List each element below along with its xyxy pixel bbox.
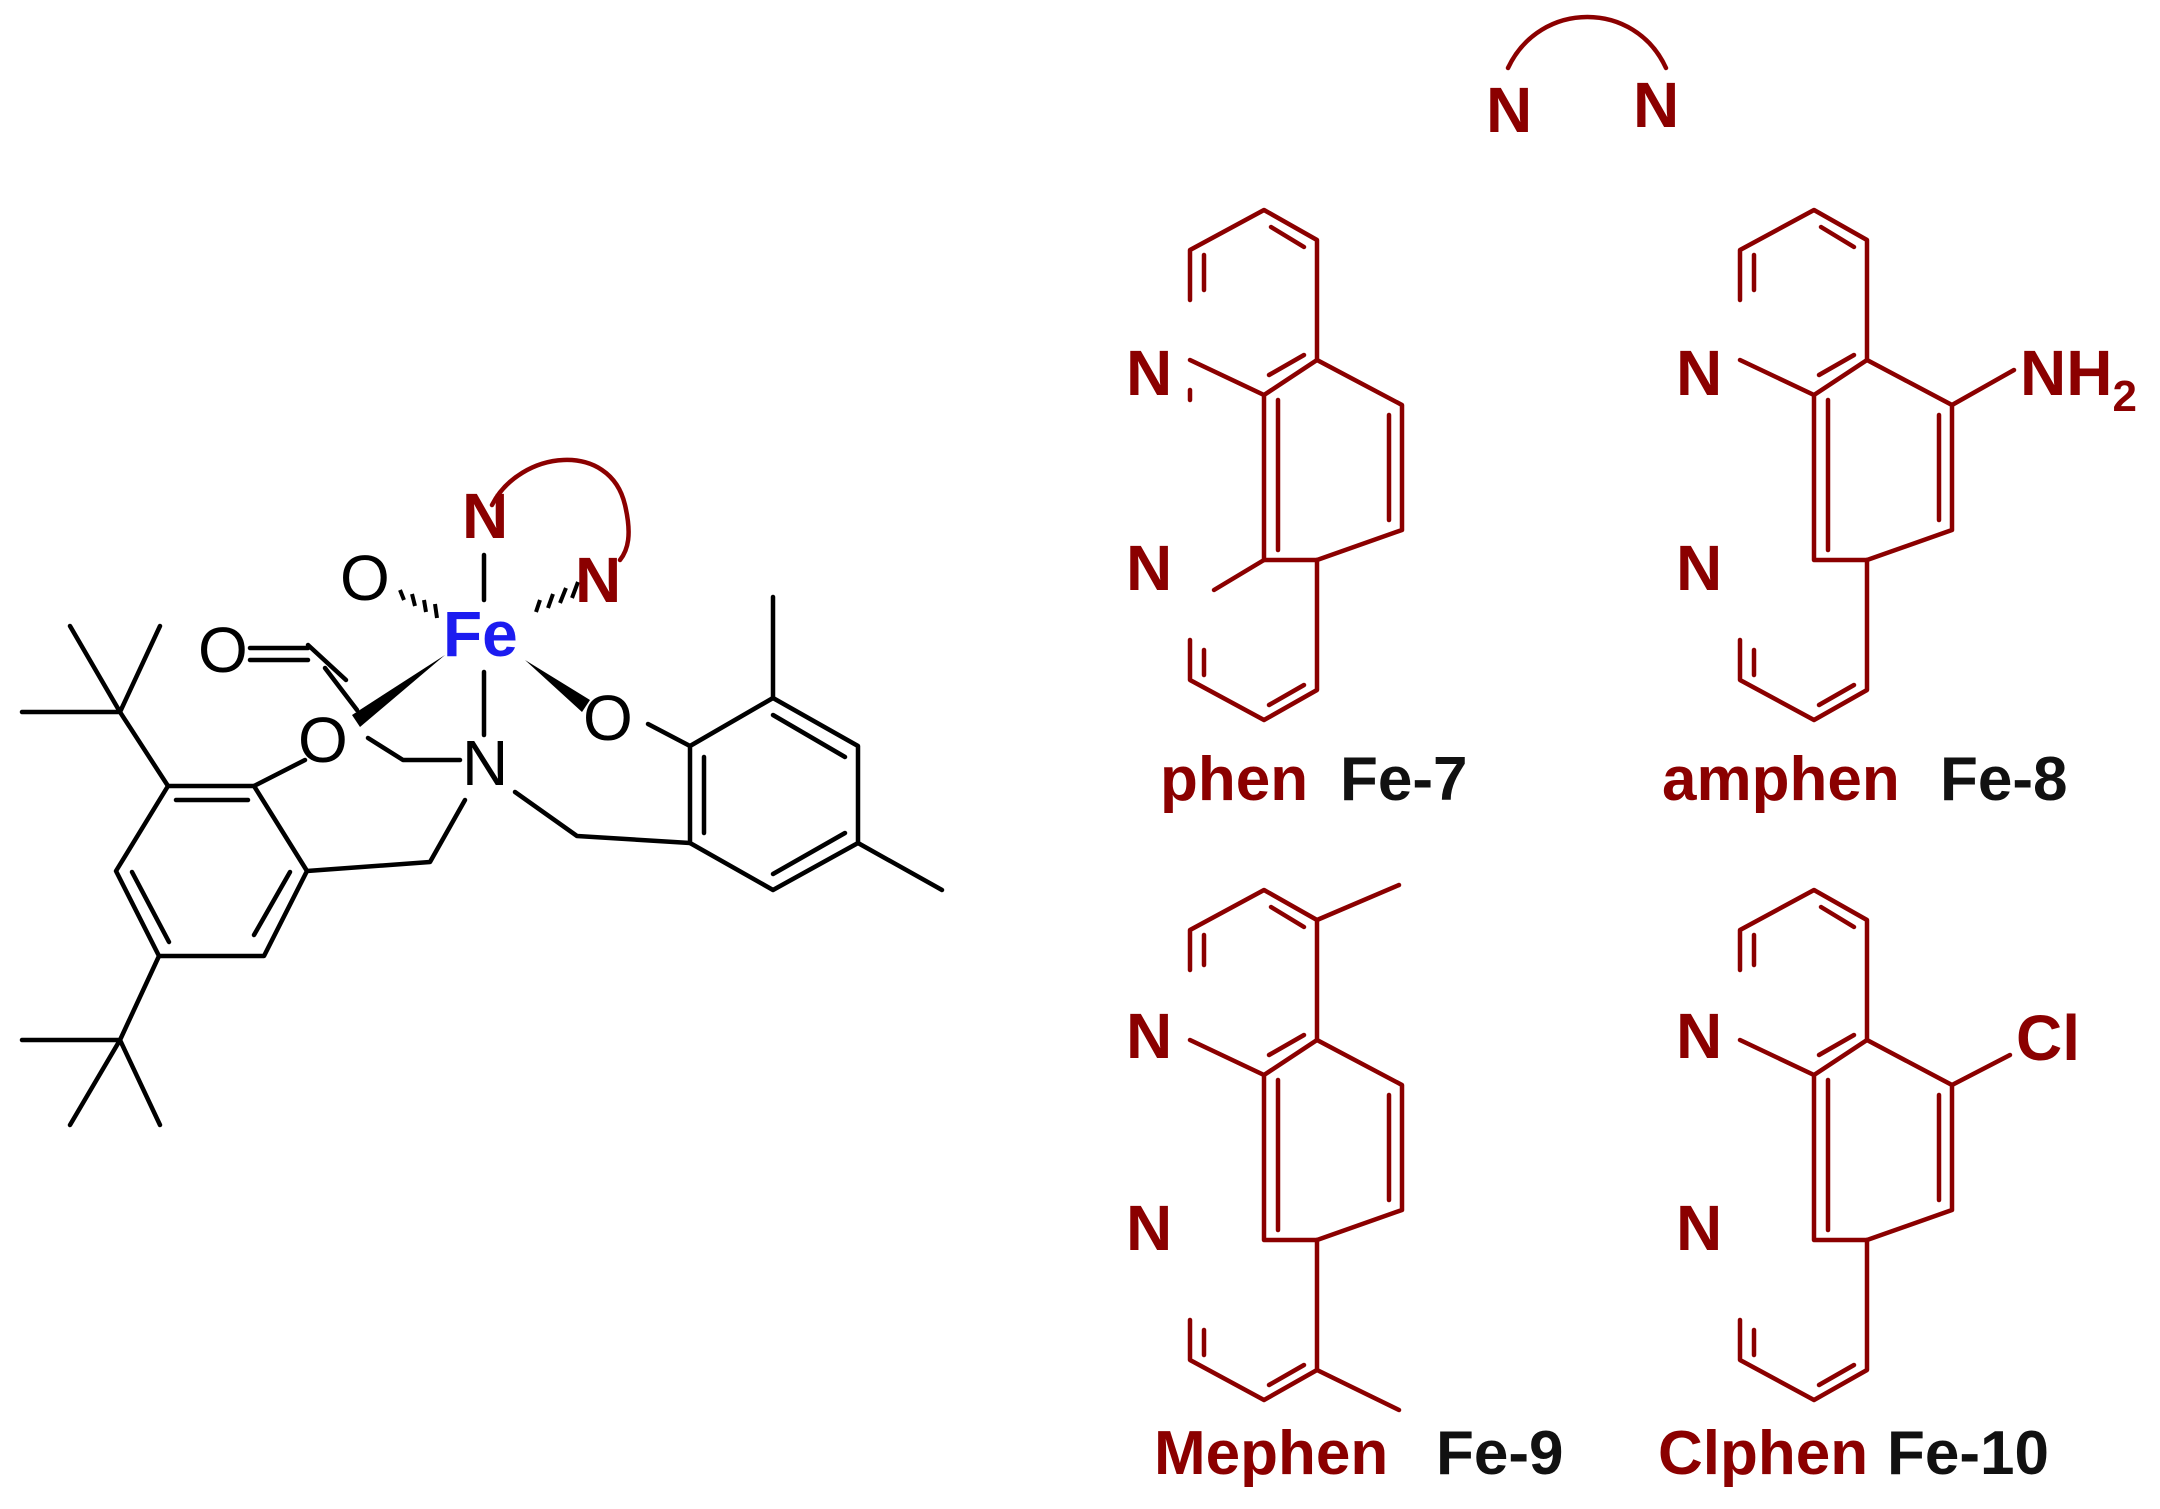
mephen-name: Mephen bbox=[1154, 1419, 1388, 1488]
amphen-n-top: N bbox=[1676, 337, 1722, 409]
phen-name: phen bbox=[1160, 745, 1308, 814]
ligand-n1-atom: N bbox=[462, 480, 508, 552]
amphen-name: amphen bbox=[1662, 745, 1900, 814]
amphen-nh2-group: NH2 bbox=[2020, 337, 2137, 421]
amphen-n-bottom: N bbox=[1676, 532, 1722, 604]
generic-bidentate-ligand: N N bbox=[1486, 14, 1679, 146]
phenoxide-o-right-atom: O bbox=[583, 682, 633, 754]
phenoxide-o-left-atom: O bbox=[298, 704, 348, 776]
fe-coordination-bonds bbox=[247, 552, 590, 763]
amphen-code: Fe-8 bbox=[1940, 745, 2067, 814]
clphen-cl-group: Cl bbox=[2016, 1002, 2080, 1074]
carbonyl-o-atom: O bbox=[198, 614, 248, 686]
phen-n-bottom: N bbox=[1126, 532, 1172, 604]
right-phenol-ring bbox=[512, 594, 945, 893]
mephen-ligand: N N bbox=[1126, 882, 1405, 1413]
iron-atom: Fe bbox=[443, 598, 518, 670]
clphen-ligand: N N Cl bbox=[1676, 887, 2080, 1403]
left-phenol-ring bbox=[19, 623, 468, 1128]
clphen-code: Fe-10 bbox=[1887, 1419, 2049, 1488]
generic-n-left: N bbox=[1486, 74, 1532, 146]
phen-n-top: N bbox=[1126, 337, 1172, 409]
clphen-n-top: N bbox=[1676, 1000, 1722, 1072]
chelate-arc bbox=[489, 457, 631, 563]
carboxylate-o-atom: O bbox=[340, 542, 390, 614]
amphen-ligand: N N NH2 bbox=[1676, 207, 2137, 723]
clphen-name: Clphen bbox=[1658, 1419, 1868, 1488]
mephen-n-top: N bbox=[1126, 1000, 1172, 1072]
iron-complex: Fe N N O O O O N bbox=[19, 457, 945, 1128]
ligand-n2-atom: N bbox=[575, 544, 621, 616]
phen-code: Fe-7 bbox=[1340, 745, 1467, 814]
generic-n-right: N bbox=[1633, 69, 1679, 141]
mephen-code: Fe-9 bbox=[1436, 1419, 1563, 1488]
clphen-n-bottom: N bbox=[1676, 1192, 1722, 1264]
mephen-n-bottom: N bbox=[1126, 1192, 1172, 1264]
phen-ligand: N N bbox=[1126, 207, 1405, 723]
amine-n-atom: N bbox=[462, 727, 508, 799]
